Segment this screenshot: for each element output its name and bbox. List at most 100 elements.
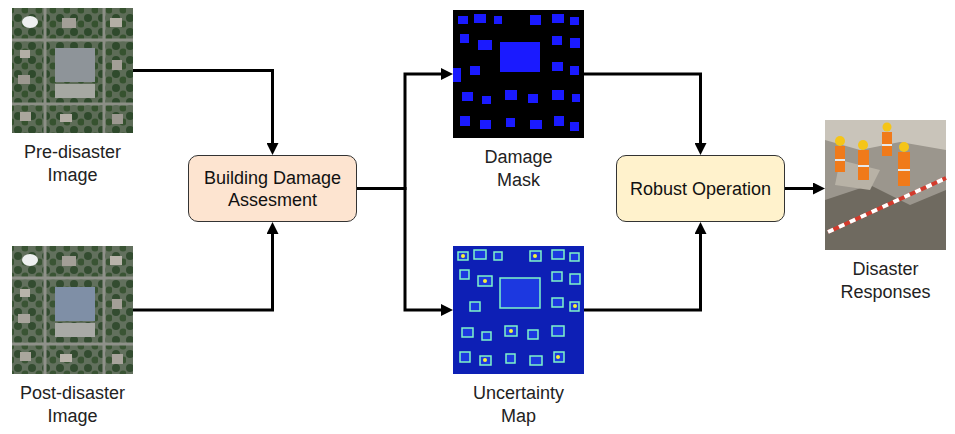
road <box>12 8 133 133</box>
mask-building <box>460 34 469 43</box>
high-uncertainty-spot <box>483 358 487 362</box>
mask-building <box>530 120 542 129</box>
photo-background <box>825 120 946 250</box>
uncertain-building <box>552 272 562 281</box>
mask-building <box>470 66 480 75</box>
high-uncertainty-spot <box>533 254 537 258</box>
post-disaster-satellite <box>12 246 133 374</box>
high-uncertainty-spot <box>483 279 487 283</box>
mask-building <box>554 116 564 126</box>
uncertainty-map-image <box>453 246 584 374</box>
roof <box>20 289 30 297</box>
mask-building <box>505 90 517 100</box>
uncertain-building <box>460 352 470 362</box>
uncertain-building <box>552 298 563 307</box>
uncertain-building <box>528 330 538 339</box>
roof <box>112 114 123 124</box>
uncertain-building <box>506 354 515 363</box>
roof <box>18 75 30 84</box>
vegetation <box>12 8 133 133</box>
mask-building <box>460 116 470 126</box>
roof <box>62 18 76 28</box>
image-caption: Disaster Responses <box>825 258 946 304</box>
mask-building <box>494 16 502 24</box>
mask-building <box>530 15 541 25</box>
image-caption: Pre-disaster Image <box>12 141 133 187</box>
process-box: Robust Operation <box>616 155 785 222</box>
mask-building <box>482 96 491 104</box>
flow-arrow <box>584 234 701 310</box>
mask-building <box>570 17 579 25</box>
uncertain-building <box>552 250 564 259</box>
uncertain-building <box>458 252 468 260</box>
mask-background <box>453 10 584 138</box>
image-caption: Uncertainty Map <box>464 382 574 428</box>
process-box: Building Damage Assesment <box>188 155 357 222</box>
reflective-stripe <box>835 145 910 170</box>
mask-building <box>552 62 563 71</box>
roof <box>110 256 122 265</box>
uncertain-building <box>570 253 579 261</box>
high-uncertainty-spot <box>573 304 577 308</box>
roof <box>20 352 31 361</box>
process-label: Robust Operation <box>626 178 775 200</box>
uncertain-building <box>462 328 473 337</box>
process-label: Building Damage Assesment <box>198 167 347 211</box>
uncertain-building <box>460 270 469 279</box>
mask-building <box>480 120 491 129</box>
rubble <box>825 185 946 250</box>
mask-building <box>570 122 579 131</box>
mask-building <box>458 16 468 24</box>
uncertain-building <box>554 352 564 362</box>
mask-building <box>500 42 540 72</box>
image-caption: Post-disaster Image <box>12 382 133 428</box>
image-panel: Disaster Responses <box>825 120 946 250</box>
mask-building <box>570 66 579 75</box>
high-uncertainty-spot <box>509 329 513 333</box>
mask-building <box>462 92 473 101</box>
helmet <box>883 123 892 132</box>
mask-building <box>570 38 580 48</box>
uncertain-building <box>480 356 491 365</box>
helmet <box>835 136 845 146</box>
mask-building <box>478 40 492 50</box>
parking-lot <box>55 323 95 337</box>
map-background <box>453 246 584 374</box>
uncertain-building <box>530 251 541 261</box>
road <box>12 246 133 374</box>
uncertain-building <box>570 302 579 311</box>
damaged-building <box>55 287 95 321</box>
uncertain-building <box>482 332 491 340</box>
roof <box>62 256 76 266</box>
mask-building <box>552 36 562 45</box>
uncertain-building <box>500 278 540 308</box>
uncertain-building <box>570 274 580 284</box>
roof <box>60 114 72 122</box>
roof <box>110 18 122 27</box>
mask-building <box>474 14 486 23</box>
mask-building <box>506 118 515 127</box>
flow-arrow <box>785 187 813 190</box>
mask-building <box>528 94 538 103</box>
damage-mask-image <box>453 10 584 138</box>
roof <box>112 60 122 70</box>
image-panel: Damage Mask <box>453 10 584 138</box>
uncertain-building <box>530 356 542 365</box>
pre-disaster-satellite <box>12 8 133 133</box>
flow-arrow <box>357 74 441 189</box>
roof <box>60 354 72 362</box>
uncertain-building <box>552 326 564 336</box>
warning-tape <box>828 178 946 232</box>
roof <box>18 314 30 323</box>
mask-building <box>572 94 580 102</box>
high-uncertainty-spot <box>556 355 560 359</box>
mask-building <box>552 90 564 100</box>
helmet <box>899 142 909 152</box>
roof <box>112 354 123 364</box>
roof <box>20 112 31 121</box>
image-panel: Pre-disaster Image <box>12 8 133 133</box>
warning-tape-stripe <box>828 178 946 232</box>
